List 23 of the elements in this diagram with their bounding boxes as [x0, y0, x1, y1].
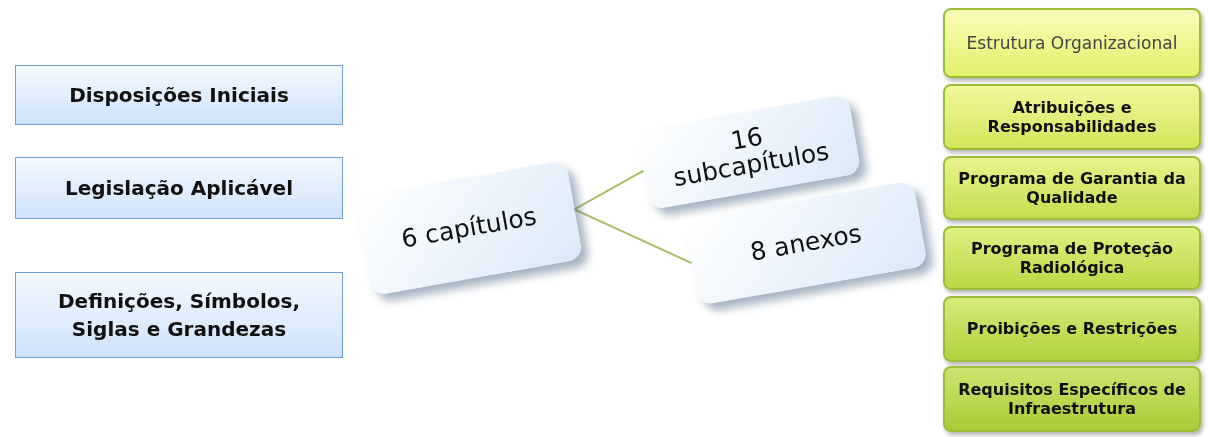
box-label: Definições, Símbolos, Siglas e Grandezas — [57, 288, 301, 343]
topic-box — [943, 8, 1201, 78]
box-label: Proibições e Restrições — [966, 319, 1178, 339]
box-label: Programa de Garantia da Qualidade — [957, 168, 1187, 208]
connector-line — [573, 169, 645, 211]
topic-box — [943, 296, 1201, 362]
box-label: 6 capítulos — [399, 203, 539, 253]
topic-box — [943, 84, 1201, 150]
topic-box — [15, 65, 343, 125]
box-label: 8 anexos — [748, 220, 864, 266]
topic-box — [943, 366, 1201, 432]
topic-box — [15, 157, 343, 219]
box-label: Programa de Proteção Radiológica — [969, 238, 1174, 278]
box-label: Requisitos Específicos de Infraestrutura — [957, 379, 1187, 419]
box-label: Atribuições e Responsabilidades — [986, 97, 1158, 137]
box-label: Disposições Iniciais — [69, 82, 289, 109]
topic-box — [943, 156, 1201, 220]
box-label: Estrutura Organizacional — [966, 32, 1178, 54]
box-label: 16 subcapítulos — [670, 120, 833, 195]
topic-box — [15, 272, 343, 358]
topic-box — [943, 226, 1201, 290]
box-label: Legislação Aplicável — [64, 175, 294, 202]
connector-line — [573, 208, 693, 265]
